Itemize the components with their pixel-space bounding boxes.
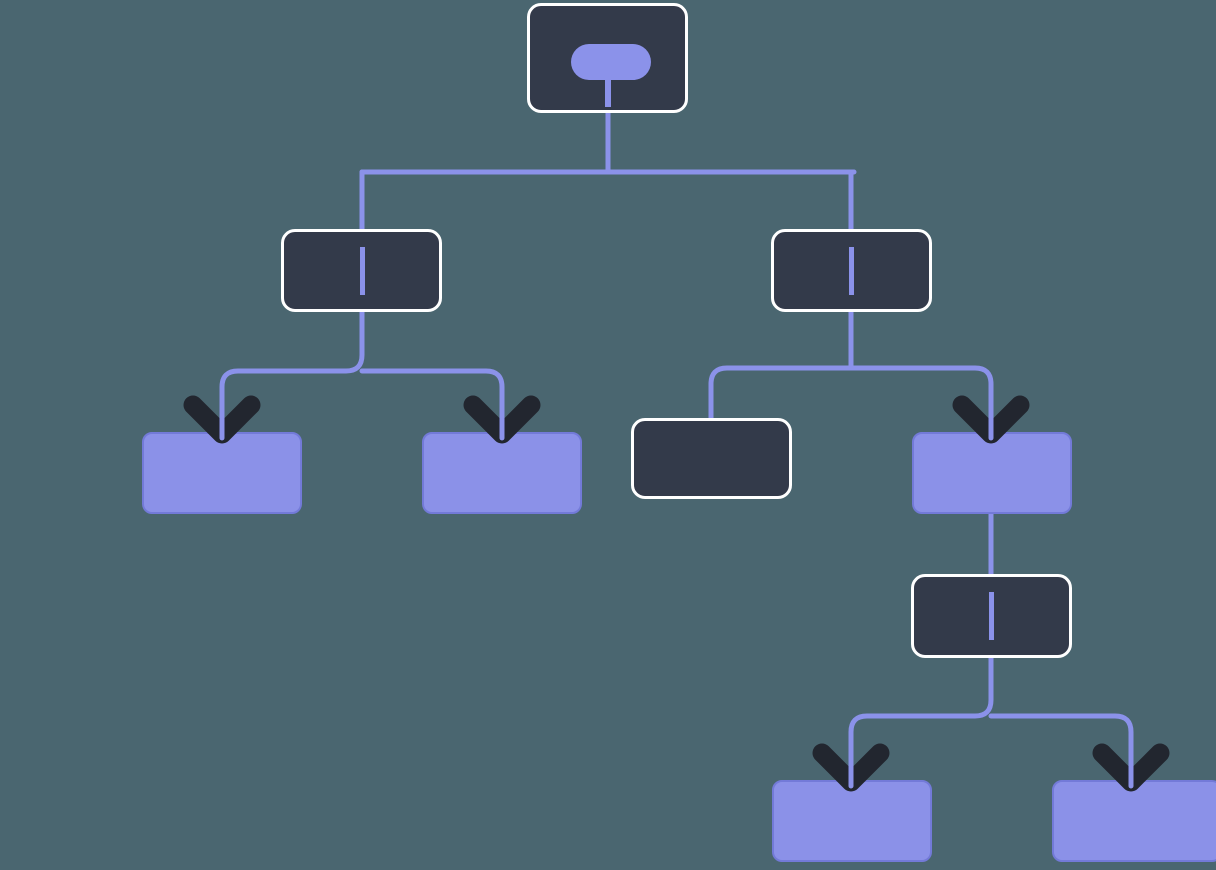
node-l3-a[interactable] — [911, 574, 1072, 658]
node-root[interactable] — [527, 3, 688, 113]
node-l2-a[interactable] — [142, 432, 302, 514]
root-node-pill — [571, 44, 651, 80]
node-l1-right[interactable] — [771, 229, 932, 312]
node-l2-d[interactable] — [912, 432, 1072, 514]
node-l2-c[interactable] — [631, 418, 792, 499]
node-l2-b[interactable] — [422, 432, 582, 514]
node-l1-left[interactable] — [281, 229, 442, 312]
node-l4-b[interactable] — [1052, 780, 1216, 862]
node-l4-a[interactable] — [772, 780, 932, 862]
